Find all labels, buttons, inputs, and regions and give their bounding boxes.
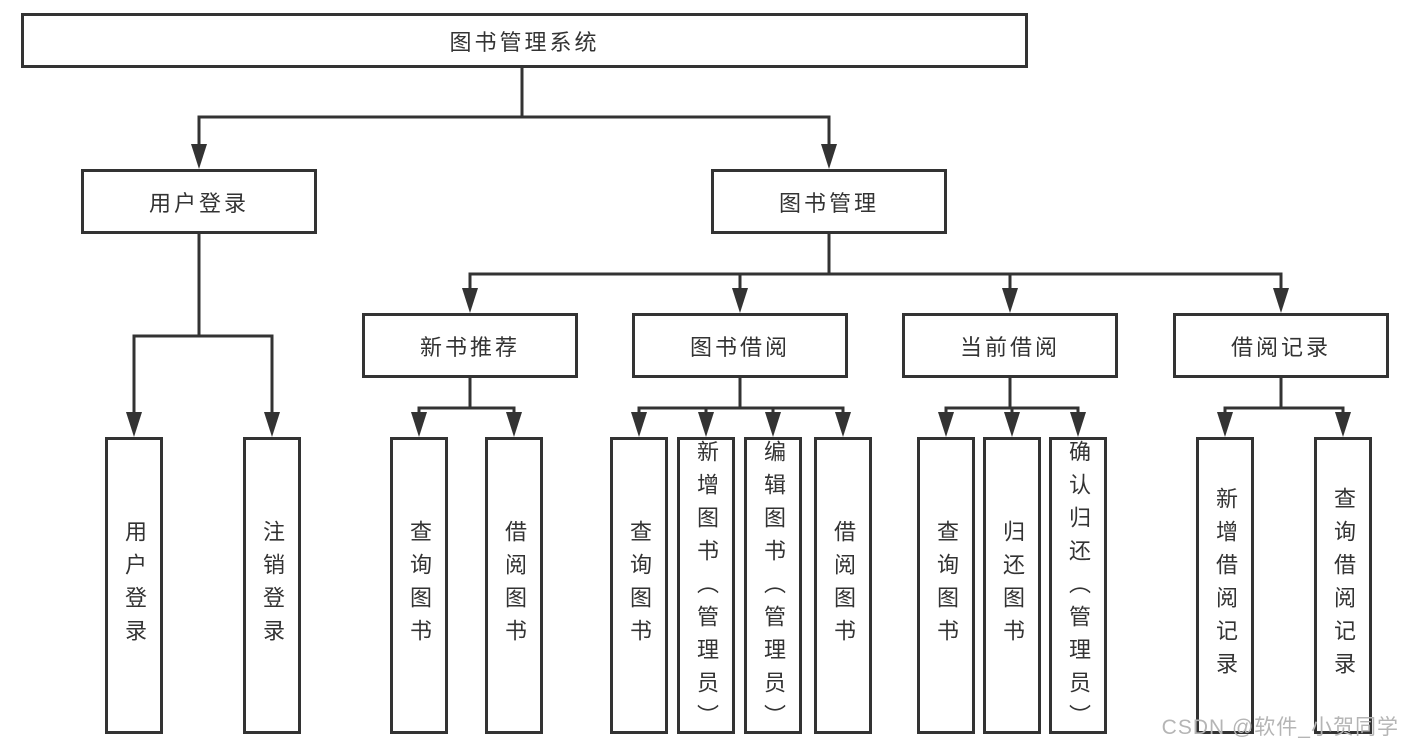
leaf-confirm-return-admin: 确认归还（管理员）: [1049, 437, 1107, 737]
leaf-confirm-return-admin-label: 确认归还（管理员）: [1066, 440, 1091, 737]
csdn-watermark: CSDN @软件_小贺同学: [1161, 716, 1399, 739]
node-user-login-label: 用户登录: [148, 190, 249, 216]
leaf-borrow-books-recommend-label: 借阅图书: [502, 519, 527, 652]
node-book-management-label: 图书管理: [778, 190, 879, 216]
leaf-edit-books-admin-label: 编辑图书（管理员）: [761, 440, 786, 737]
node-borrow-records: 借阅记录: [1173, 313, 1389, 378]
leaf-borrow-books: 借阅图书: [814, 437, 872, 734]
node-current-borrow-label: 当前借阅: [959, 334, 1060, 360]
node-root-system: 图书管理系统: [21, 13, 1028, 68]
node-book-borrow: 图书借阅: [632, 313, 848, 378]
node-book-management: 图书管理: [711, 169, 947, 234]
node-new-book-recommend-label: 新书推荐: [419, 334, 520, 360]
leaf-return-books-label: 归还图书: [1000, 519, 1025, 652]
leaf-query-books-current: 查询图书: [917, 437, 975, 734]
leaf-query-books-borrow: 查询图书: [610, 437, 668, 734]
leaf-add-borrow-record-label: 新增借阅记录: [1213, 486, 1238, 685]
leaf-logout-login: 注销登录: [243, 437, 301, 734]
leaf-query-books-recommend: 查询图书: [390, 437, 448, 734]
leaf-borrow-books-recommend: 借阅图书: [485, 437, 543, 734]
leaf-query-borrow-record-label: 查询借阅记录: [1331, 486, 1356, 685]
leaf-edit-books-admin: 编辑图书（管理员）: [744, 437, 802, 737]
leaf-user-login: 用户登录: [105, 437, 163, 734]
leaf-query-books-current-label: 查询图书: [934, 519, 959, 652]
leaf-query-borrow-record: 查询借阅记录: [1314, 437, 1372, 734]
leaf-add-borrow-record: 新增借阅记录: [1196, 437, 1254, 734]
leaf-query-books-borrow-label: 查询图书: [627, 519, 652, 652]
leaf-add-books-admin-label: 新增图书（管理员）: [694, 440, 719, 737]
arrowhead-icons: [126, 144, 1351, 437]
node-root-system-label: 图书管理系统: [449, 29, 600, 55]
leaf-user-login-label: 用户登录: [122, 519, 147, 652]
leaf-query-books-recommend-label: 查询图书: [407, 519, 432, 652]
node-current-borrow: 当前借阅: [902, 313, 1118, 378]
node-borrow-records-label: 借阅记录: [1230, 334, 1331, 360]
leaf-logout-login-label: 注销登录: [260, 519, 285, 652]
node-new-book-recommend: 新书推荐: [362, 313, 578, 378]
leaf-return-books: 归还图书: [983, 437, 1041, 734]
leaf-borrow-books-label: 借阅图书: [831, 519, 856, 652]
node-book-borrow-label: 图书借阅: [689, 334, 790, 360]
node-user-login: 用户登录: [81, 169, 317, 234]
leaf-add-books-admin: 新增图书（管理员）: [677, 437, 735, 737]
